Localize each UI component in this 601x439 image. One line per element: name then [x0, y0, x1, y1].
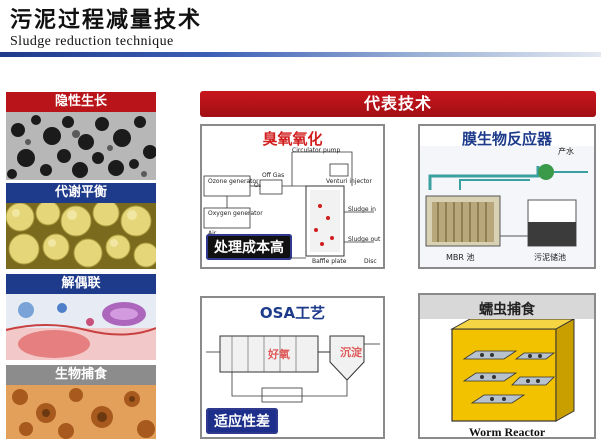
tile-image-cryptic-growth	[6, 112, 156, 180]
osa-settling-label: 沉淀	[340, 346, 362, 359]
ozone-label-ozone-generator: Ozone generator	[208, 178, 259, 185]
ozone-label-oxygen-generator: Oxygen generator	[208, 210, 263, 217]
ozone-oxidation-title: 臭氧氧化	[262, 130, 323, 148]
osa-adaptability-badge: 适应性差	[206, 408, 278, 434]
ozone-label-o2: O₂	[254, 182, 262, 189]
tile-image-metabolic-balance	[6, 203, 156, 269]
ozone-label-air: Air	[208, 230, 216, 237]
ozone-oxidation-panel: 臭氧氧化 Circulator pump Ozone generator O₂ …	[200, 124, 385, 269]
mbr-title: 膜生物反应器	[461, 130, 552, 148]
tile-label-metabolic-balance: 代谢平衡	[6, 183, 156, 203]
tile-image-predation	[6, 385, 156, 439]
osa-title: OSA工艺	[259, 304, 326, 322]
page-title: 污泥过程减量技术	[10, 7, 203, 33]
worm-title: 蠕虫捕食	[479, 302, 535, 318]
mbr-tank-label: MBR 池	[446, 253, 475, 262]
osa-aerobic-label: 好氧	[268, 348, 290, 361]
tile-image-uncoupling	[6, 294, 156, 360]
ozone-label-disc: Disc	[364, 258, 377, 265]
ozone-label-offgas: Off Gas	[262, 172, 285, 179]
ozone-label-sludge-out: Sludge out	[348, 236, 381, 243]
mbr-panel: 膜生物反应器 产水 MBR 池 污泥储池	[418, 124, 596, 269]
representative-tech-banner: 代表技术	[200, 91, 596, 117]
ozone-cost-badge: 处理成本高	[206, 234, 292, 260]
osa-panel: OSA工艺 好氧 沉淀 适应性差	[200, 296, 385, 439]
tile-label-predation: 生物捕食	[6, 365, 156, 385]
worm-caption: Worm Reactor	[468, 425, 546, 439]
worm-diagram	[450, 319, 576, 422]
mbr-diagram	[420, 146, 594, 267]
tile-label-cryptic-growth: 隐性生长	[6, 92, 156, 112]
worm-panel: 蠕虫捕食 Worm Reactor	[418, 293, 596, 439]
header-divider	[0, 52, 601, 57]
sludge-tank-label: 污泥储池	[534, 253, 566, 262]
page-subtitle: Sludge reduction technique	[10, 34, 174, 49]
ozone-label-baffle: Baffle plate	[312, 258, 347, 265]
ozone-label-sludge-in: Sludge in	[348, 206, 376, 213]
ozone-label-venturi: Venturi injector	[326, 178, 372, 185]
ozone-label-circulator: Circulator pump	[292, 147, 341, 154]
tile-label-uncoupling: 解偶联	[6, 274, 156, 294]
mbr-water-label: 产水	[558, 147, 574, 156]
osa-diagram	[206, 335, 380, 403]
